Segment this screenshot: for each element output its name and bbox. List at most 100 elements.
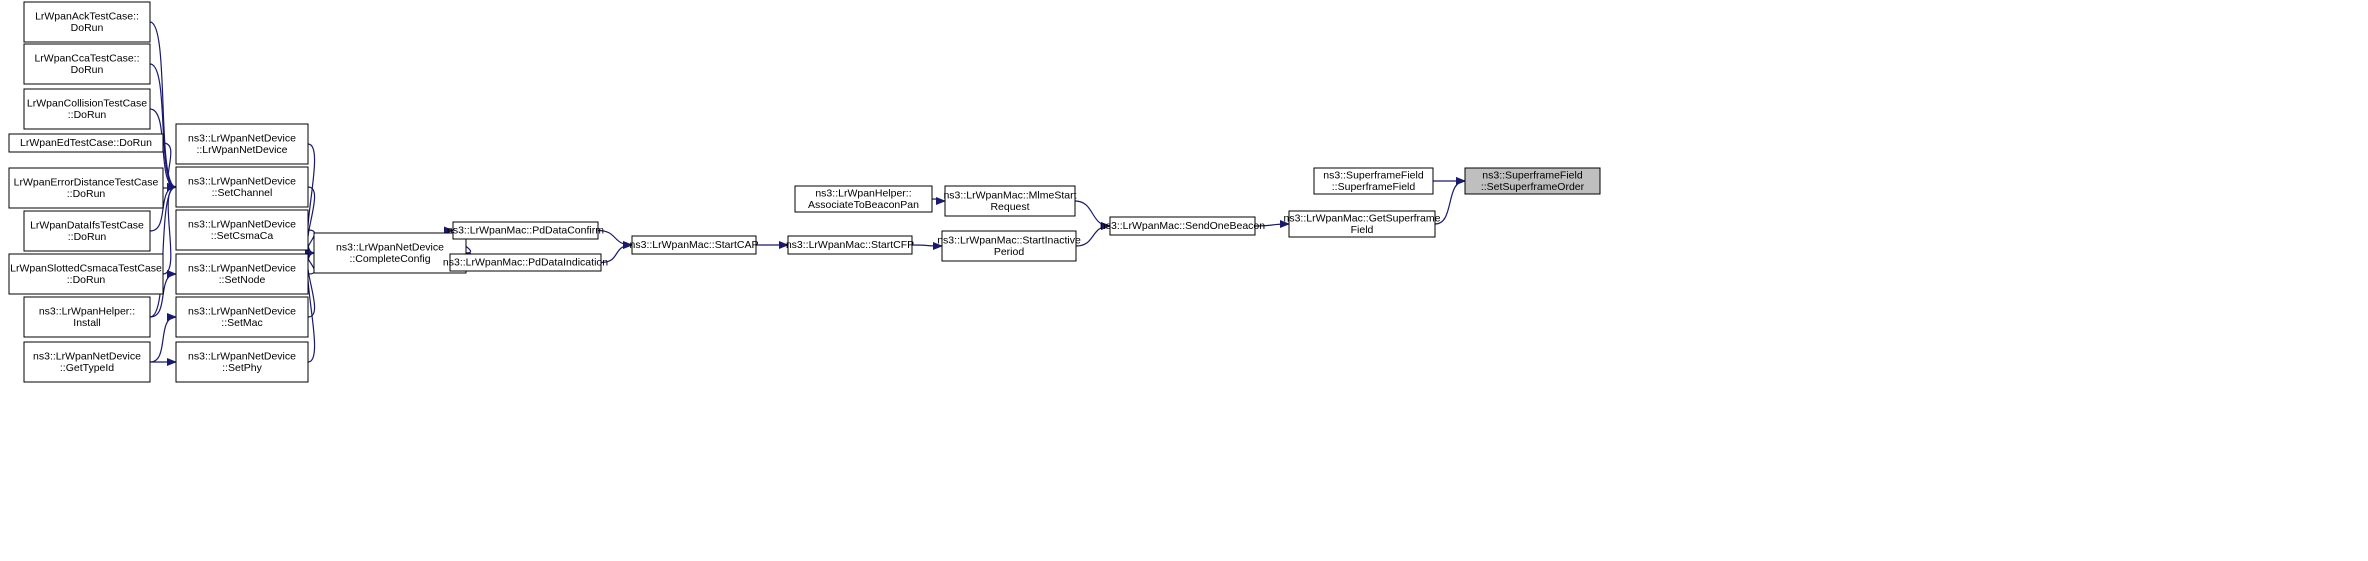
- node-box: [175, 296, 309, 338]
- node-box: [175, 253, 309, 295]
- node-label-line: Field: [1351, 224, 1374, 236]
- node-sfctor[interactable]: ns3::SuperframeField::SuperframeField: [1313, 167, 1434, 195]
- node-completeconfig[interactable]: ns3::LrWpanNetDevice::CompleteConfig: [313, 232, 467, 274]
- node-label-line: ns3::LrWpanNetDevice: [188, 262, 296, 274]
- node-box: [175, 341, 309, 383]
- node-label-line: ns3::LrWpanHelper::: [815, 187, 911, 199]
- node-associate[interactable]: ns3::LrWpanHelper::AssociateToBeaconPan: [794, 185, 933, 213]
- node-ctor[interactable]: ns3::LrWpanNetDevice::LrWpanNetDevice: [175, 123, 309, 165]
- node-label-line: ::SetMac: [221, 317, 262, 329]
- node-startcap[interactable]: ns3::LrWpanMac::StartCAP: [630, 235, 759, 255]
- node-label-line: ns3::LrWpanNetDevice: [188, 132, 296, 144]
- node-box: [944, 185, 1076, 217]
- node-label-line: ns3::SuperframeField: [1482, 169, 1583, 181]
- node-label-line: ns3::LrWpanMac::StartCFP: [786, 239, 914, 251]
- node-label-line: ns3::LrWpanMac::StartCAP: [630, 239, 759, 251]
- node-ed[interactable]: LrWpanEdTestCase::DoRun: [8, 133, 164, 153]
- node-sendonebeacon[interactable]: ns3::LrWpanMac::SendOneBeacon: [1100, 216, 1265, 236]
- node-setsuperframeorder[interactable]: ns3::SuperframeField::SetSuperframeOrder: [1464, 167, 1601, 195]
- node-box: [1288, 210, 1436, 238]
- node-slotted[interactable]: LrWpanSlottedCsmacaTestCase::DoRun: [8, 253, 164, 295]
- node-label-line: ::SetPhy: [222, 362, 262, 374]
- node-helperinstall[interactable]: ns3::LrWpanHelper::Install: [23, 296, 151, 338]
- edge-helperinstall-to-setchannel: [149, 183, 177, 318]
- node-setnode[interactable]: ns3::LrWpanNetDevice::SetNode: [175, 253, 309, 295]
- node-ack[interactable]: LrWpanAckTestCase::DoRun: [23, 1, 151, 43]
- node-label-line: ::SetSuperframeOrder: [1481, 181, 1585, 193]
- node-box: [175, 123, 309, 165]
- node-label-line: Install: [73, 317, 100, 329]
- node-label-line: ::DoRun: [67, 188, 106, 200]
- node-label-line: ::SetChannel: [212, 187, 273, 199]
- node-label-line: ::SetNode: [219, 274, 266, 286]
- node-box: [8, 253, 164, 295]
- node-label-line: ns3::LrWpanNetDevice: [188, 305, 296, 317]
- node-startcfp[interactable]: ns3::LrWpanMac::StartCFP: [786, 235, 914, 255]
- node-box: [23, 210, 151, 252]
- node-gettypeid[interactable]: ns3::LrWpanNetDevice::GetTypeId: [23, 341, 151, 383]
- edge-ctor-to-completeconfig: [304, 143, 316, 257]
- node-collision[interactable]: LrWpanCollisionTestCase::DoRun: [23, 88, 151, 130]
- nodes-layer: LrWpanAckTestCase::DoRunLrWpanCcaTestCas…: [8, 1, 1601, 383]
- node-box: [23, 1, 151, 43]
- node-setmac[interactable]: ns3::LrWpanNetDevice::SetMac: [175, 296, 309, 338]
- node-box: [1464, 167, 1601, 195]
- node-box: [452, 221, 599, 240]
- node-label-line: Period: [994, 246, 1025, 258]
- node-label-line: ns3::LrWpanMac::PdDataIndication: [443, 257, 608, 269]
- node-setchannel[interactable]: ns3::LrWpanNetDevice::SetChannel: [175, 166, 309, 208]
- node-box: [175, 209, 309, 251]
- node-label-line: ns3::LrWpanMac::SendOneBeacon: [1100, 220, 1265, 232]
- node-label-line: ns3::LrWpanNetDevice: [33, 350, 141, 362]
- edge-setphy-to-completeconfig: [304, 249, 316, 363]
- node-label-line: LrWpanCcaTestCase::: [34, 52, 139, 64]
- node-box: [313, 232, 467, 274]
- edge-startcfp-to-startinactive: [911, 241, 943, 250]
- node-box: [449, 253, 602, 272]
- node-label-line: Request: [990, 201, 1029, 213]
- node-box: [631, 235, 757, 255]
- node-label-line: ns3::LrWpanNetDevice: [188, 218, 296, 230]
- node-box: [1313, 167, 1434, 195]
- edge-gettypeid-to-setmac: [149, 313, 177, 363]
- node-box: [941, 230, 1077, 262]
- edge-cca-to-setchannel: [149, 63, 177, 191]
- edge-helperinstall-to-setnode: [149, 270, 177, 318]
- node-pddataindication[interactable]: ns3::LrWpanMac::PdDataIndication: [443, 253, 608, 272]
- node-box: [175, 166, 309, 208]
- node-box: [8, 167, 164, 209]
- node-label-line: ns3::LrWpanNetDevice: [336, 241, 444, 253]
- node-cca[interactable]: LrWpanCcaTestCase::DoRun: [23, 43, 151, 85]
- node-label-line: ::LrWpanNetDevice: [196, 144, 287, 156]
- node-box: [23, 296, 151, 338]
- node-label-line: ns3::LrWpanMac::MlmeStart: [943, 189, 1076, 201]
- node-label-line: LrWpanSlottedCsmacaTestCase: [10, 262, 162, 274]
- node-label-line: ::GetTypeId: [60, 362, 114, 374]
- edge-associate-to-mlmestart: [931, 196, 946, 205]
- node-label-line: ns3::LrWpanMac::PdDataConfirm: [447, 225, 604, 237]
- node-label-line: ns3::LrWpanMac::GetSuperframe: [1284, 212, 1441, 224]
- node-setcsmaca[interactable]: ns3::LrWpanNetDevice::SetCsmaCa: [175, 209, 309, 251]
- edge-sendonebeacon-to-getsuperframe: [1254, 220, 1290, 229]
- node-errdist[interactable]: LrWpanErrorDistanceTestCase::DoRun: [8, 167, 164, 209]
- node-label-line: DoRun: [71, 64, 104, 76]
- node-label-line: LrWpanDataIfsTestCase: [30, 219, 144, 231]
- node-setphy[interactable]: ns3::LrWpanNetDevice::SetPhy: [175, 341, 309, 383]
- node-box: [794, 185, 933, 213]
- node-label-line: ::DoRun: [68, 231, 107, 243]
- node-label-line: LrWpanCollisionTestCase: [27, 97, 147, 109]
- node-pddataconfirm[interactable]: ns3::LrWpanMac::PdDataConfirm: [447, 221, 604, 240]
- edge-startinactive-to-sendonebeacon: [1075, 222, 1111, 247]
- node-label-line: LrWpanEdTestCase::DoRun: [20, 137, 152, 149]
- node-label-line: ::DoRun: [68, 109, 107, 121]
- node-dataifs[interactable]: LrWpanDataIfsTestCase::DoRun: [23, 210, 151, 252]
- node-label-line: ns3::LrWpanNetDevice: [188, 350, 296, 362]
- node-label-line: ::SetCsmaCa: [211, 230, 274, 242]
- node-label-line: ::DoRun: [67, 274, 106, 286]
- node-label-line: ::SuperframeField: [1332, 181, 1416, 193]
- node-label-line: ns3::SuperframeField: [1323, 169, 1424, 181]
